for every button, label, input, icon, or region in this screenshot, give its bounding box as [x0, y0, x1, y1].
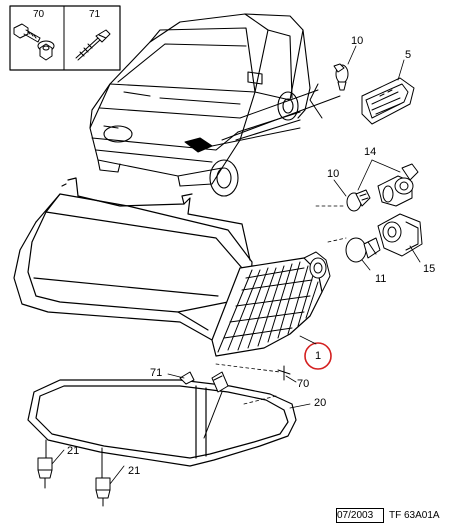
callout-11: 11: [375, 273, 387, 285]
footer-date-box: [336, 508, 384, 523]
clip-71-icon: [75, 29, 111, 61]
callout-10-mid: 10: [327, 168, 340, 180]
clip-71-lower: [179, 371, 229, 439]
wire-connector-21-b: [95, 447, 111, 507]
footer-date: 07/2003: [337, 510, 374, 521]
headlamp-assembly: [13, 177, 253, 341]
callout-70-lower: 70: [297, 378, 310, 390]
footer-code: TF 63A01A: [389, 510, 440, 521]
callout-14: 14: [364, 146, 377, 158]
bulb-10-mid: [346, 189, 371, 212]
bulb-10-top: [333, 63, 349, 91]
fixing-70-lower: [277, 365, 291, 381]
callout-21-b: 21: [128, 465, 141, 477]
bulb-holder-14: [377, 163, 419, 207]
callout-71-lower: 71: [150, 367, 163, 379]
highlight-circle: [304, 342, 332, 370]
wire-connector-21-a: [37, 439, 53, 489]
indicator-lens: [211, 251, 331, 357]
callout-10-top: 10: [351, 35, 364, 47]
callout-21-a: 21: [67, 445, 80, 457]
callout-71-header: 71: [89, 9, 101, 20]
callout-15: 15: [423, 263, 436, 275]
lower-lamp-20: [27, 379, 297, 467]
callout-70-header: 70: [33, 9, 45, 20]
callout-1: 1: [315, 350, 322, 362]
side-repeater-lamp: [361, 77, 415, 125]
callout-leaders: [51, 45, 421, 485]
hardware-inset: [9, 5, 121, 71]
callout-20: 20: [314, 397, 327, 409]
callout-5: 5: [405, 49, 412, 61]
bolt-70-icon: [13, 23, 55, 61]
socket-15: [377, 213, 423, 257]
leader-lines: [211, 83, 341, 147]
bulb-11: [345, 237, 381, 263]
